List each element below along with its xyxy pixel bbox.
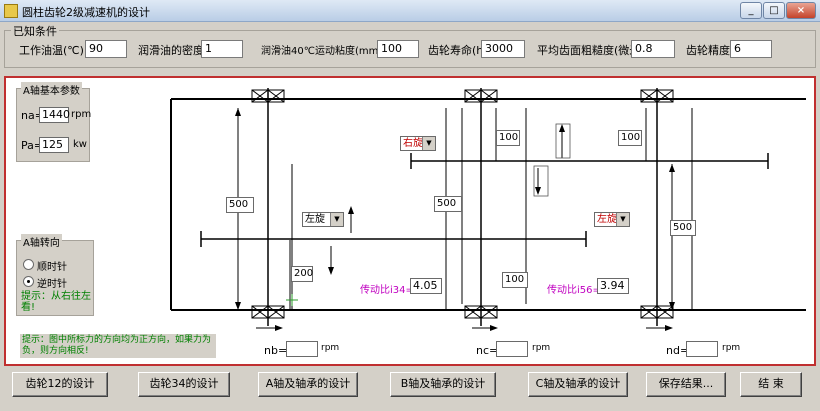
helix-left-combo[interactable]: 左旋 ▼ xyxy=(302,212,344,227)
oil-temp-label: 工作油温(℃) xyxy=(19,44,84,57)
ratio-56-value[interactable]: 3.94 xyxy=(597,278,629,294)
nb-input[interactable] xyxy=(286,341,318,357)
ratio-56-label: 传动比i56= xyxy=(547,285,601,296)
shaft-a-design-button[interactable]: A轴及轴承的设计 xyxy=(258,372,358,397)
dim-500-center[interactable]: 500 xyxy=(434,196,462,212)
shaft-c-design-button[interactable]: C轴及轴承的设计 xyxy=(528,372,628,397)
nd-input[interactable] xyxy=(686,341,718,357)
title-bar: 圆柱齿轮2级减速机的设计 _ □ × xyxy=(0,0,820,22)
pa-unit: kw xyxy=(73,139,87,150)
window-title: 圆柱齿轮2级减速机的设计 xyxy=(22,6,150,19)
clockwise-radio[interactable] xyxy=(23,259,34,270)
helix-right-combo[interactable]: 左旋 ▼ xyxy=(594,212,630,227)
shaft-b-design-button[interactable]: B轴及轴承的设计 xyxy=(390,372,496,397)
known-conditions-group: 已知条件 工作油温(℃) 90 润滑油的密度 1 润滑油40℃运动粘度(mm2/… xyxy=(4,23,816,68)
nb-label: nb= xyxy=(264,344,288,357)
direction-hint: 提示：从右往左看! xyxy=(21,291,91,313)
gear-life-input[interactable]: 3000 xyxy=(481,40,525,58)
helix-top-combo[interactable]: 右旋 ▼ xyxy=(400,136,436,151)
chevron-down-icon: ▼ xyxy=(330,213,343,226)
helix-left-value: 左旋 xyxy=(305,214,325,225)
shaft-a-direction-legend: A轴转向 xyxy=(21,234,62,249)
roughness-input[interactable]: 0.8 xyxy=(631,40,675,58)
gearbox-diagram xyxy=(170,88,806,331)
maximize-button[interactable]: □ xyxy=(763,2,785,19)
counterclockwise-radio[interactable] xyxy=(23,276,34,287)
gear-life-label: 齿轮寿命(h) xyxy=(428,44,488,57)
dim-500-right[interactable]: 500 xyxy=(670,220,696,236)
clockwise-label: 顺时针 xyxy=(37,262,67,273)
gear-precision-input[interactable]: 6 xyxy=(730,40,772,58)
diagram-panel: A轴基本参数 na= 1440 rpm Pa= 125 kw A轴转向 顺时针 … xyxy=(4,76,816,366)
pa-input[interactable]: 125 xyxy=(39,137,69,153)
gear-precision-label: 齿轮精度 xyxy=(686,44,730,57)
helix-top-value: 右旋 xyxy=(403,138,423,149)
dim-100-right-top[interactable]: 100 xyxy=(618,130,642,146)
shaft-a-params-legend: A轴基本参数 xyxy=(21,82,82,97)
ratio-34-value[interactable]: 4.05 xyxy=(410,278,442,294)
oil-density-label: 润滑油的密度 xyxy=(138,44,204,57)
na-input[interactable]: 1440 xyxy=(39,107,70,123)
oil-density-input[interactable]: 1 xyxy=(201,40,243,58)
ratio-34-label: 传动比i34= xyxy=(360,285,414,296)
dim-100-mid[interactable]: 100 xyxy=(502,272,528,288)
force-hint: 提示：图中所标力的方向均为正方向，如果力为负，则方向相反! xyxy=(20,334,216,358)
nd-unit: rpm xyxy=(722,343,741,353)
oil-temp-input[interactable]: 90 xyxy=(85,40,127,58)
minimize-button[interactable]: _ xyxy=(740,2,762,19)
dim-500-left[interactable]: 500 xyxy=(226,197,254,213)
counterclockwise-label: 逆时针 xyxy=(37,279,67,290)
nc-input[interactable] xyxy=(496,341,528,357)
dim-200[interactable]: 200 xyxy=(291,266,313,282)
gear12-design-button[interactable]: 齿轮12的设计 xyxy=(12,372,108,397)
shaft-a-direction-group: A轴转向 顺时针 逆时针 提示：从右往左看! xyxy=(16,234,94,316)
finish-button[interactable]: 结 束 xyxy=(740,372,802,397)
na-unit: rpm xyxy=(71,109,92,120)
oil-viscosity-input[interactable]: 100 xyxy=(377,40,419,58)
known-conditions-legend: 已知条件 xyxy=(11,23,59,39)
nc-label: nc= xyxy=(476,344,499,357)
helix-right-value: 左旋 xyxy=(597,214,617,225)
dim-100-top[interactable]: 100 xyxy=(496,130,520,146)
roughness-label: 平均齿面粗糙度(微米) xyxy=(537,44,645,57)
save-results-button[interactable]: 保存结果... xyxy=(646,372,726,397)
gear34-design-button[interactable]: 齿轮34的设计 xyxy=(138,372,230,397)
nb-unit: rpm xyxy=(321,343,340,353)
nd-label: nd= xyxy=(666,344,690,357)
nc-unit: rpm xyxy=(532,343,551,353)
app-icon xyxy=(4,4,18,18)
shaft-a-params-group: A轴基本参数 na= 1440 rpm Pa= 125 kw xyxy=(16,82,92,162)
chevron-down-icon: ▼ xyxy=(616,213,629,226)
pa-label: Pa= xyxy=(21,139,44,152)
close-button[interactable]: × xyxy=(786,2,816,19)
chevron-down-icon: ▼ xyxy=(422,137,435,150)
na-label: na= xyxy=(21,109,44,122)
oil-viscosity-label: 润滑油40℃运动粘度(mm2/s) xyxy=(261,46,398,57)
